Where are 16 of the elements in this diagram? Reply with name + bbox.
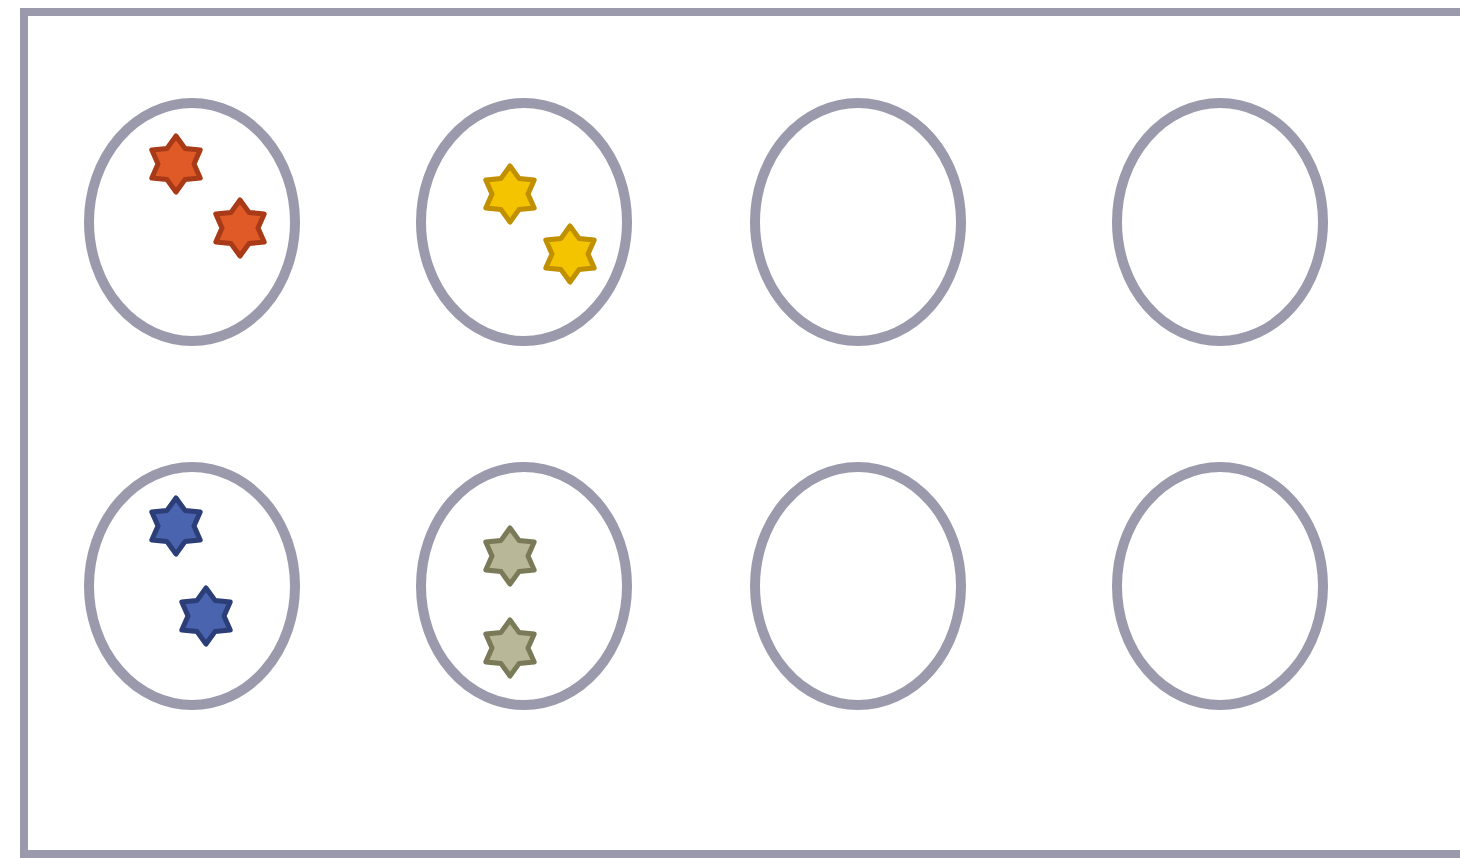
star-shape <box>480 164 540 224</box>
oval-well <box>416 98 632 346</box>
oval-well <box>750 98 966 346</box>
oval-well <box>1112 462 1328 710</box>
oval-well <box>84 98 300 346</box>
star-shape <box>210 198 270 258</box>
star-shape <box>480 618 540 678</box>
oval-well <box>750 462 966 710</box>
star-shape <box>146 134 206 194</box>
star-shape <box>146 496 206 556</box>
oval-well <box>84 462 300 710</box>
star-shape <box>176 586 236 646</box>
oval-well <box>1112 98 1328 346</box>
oval-well <box>416 462 632 710</box>
star-shape <box>480 526 540 586</box>
star-shape <box>540 224 600 284</box>
